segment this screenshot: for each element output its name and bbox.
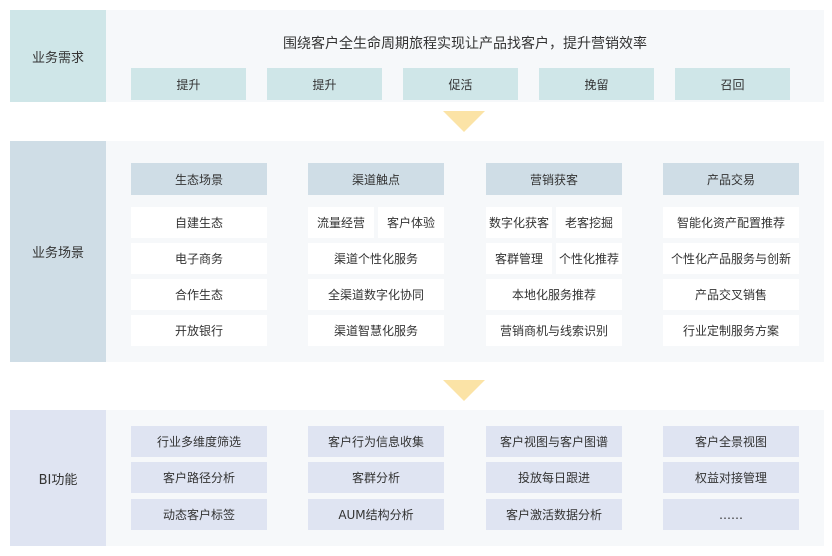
scenario-item: 全渠道数字化协同 xyxy=(308,279,444,310)
scenario-item: 行业定制服务方案 xyxy=(663,315,799,346)
scenario-item: 数字化获客 xyxy=(486,207,552,238)
bi-feature: 客户全景视图 xyxy=(663,426,799,457)
scenario-category-header: 营销获客 xyxy=(486,163,622,195)
scenario-item: 产品交叉销售 xyxy=(663,279,799,310)
scenario-item: 老客挖掘 xyxy=(556,207,622,238)
down-arrow-icon xyxy=(443,111,485,132)
scenario-category-header: 产品交易 xyxy=(663,163,799,195)
demand-tag: 提升 xyxy=(131,68,246,100)
scenario-item: 电子商务 xyxy=(131,243,267,274)
bi-panel: 行业多维度筛选 客户路径分析 动态客户标签 客户行为信息收集 客群分析 AUM结… xyxy=(106,410,824,546)
bi-feature: AUM结构分析 xyxy=(308,499,444,530)
bi-feature: 动态客户标签 xyxy=(131,499,267,530)
down-arrow-icon xyxy=(443,380,485,401)
demand-row-label: 业务需求 xyxy=(10,10,106,102)
scenario-row-label: 业务场景 xyxy=(10,141,106,362)
scenario-item: 合作生态 xyxy=(131,279,267,310)
scenario-item: 智能化资产配置推荐 xyxy=(663,207,799,238)
scenario-item: 本地化服务推荐 xyxy=(486,279,622,310)
scenario-item: 客群管理 xyxy=(486,243,552,274)
bi-feature: 权益对接管理 xyxy=(663,462,799,493)
demand-tag: 促活 xyxy=(403,68,518,100)
scenario-item: 客户体验 xyxy=(378,207,444,238)
bi-feature: 行业多维度筛选 xyxy=(131,426,267,457)
demand-tag: 挽留 xyxy=(539,68,654,100)
demand-tag: 召回 xyxy=(675,68,790,100)
bi-feature: …… xyxy=(663,499,799,530)
scenario-item: 渠道个性化服务 xyxy=(308,243,444,274)
scenario-item: 个性化推荐 xyxy=(556,243,622,274)
bi-row-label: BI功能 xyxy=(10,410,106,546)
bi-feature: 客户激活数据分析 xyxy=(486,499,622,530)
bi-feature: 客户路径分析 xyxy=(131,462,267,493)
scenario-item: 营销商机与线索识别 xyxy=(486,315,622,346)
demand-panel: 围绕客户全生命周期旅程实现让产品找客户，提升营销效率 提升 提升 促活 挽留 召… xyxy=(106,10,824,102)
scenario-panel: 生态场景 自建生态 电子商务 合作生态 开放银行 渠道触点 流量经营 客户体验 … xyxy=(106,141,824,362)
scenario-item: 开放银行 xyxy=(131,315,267,346)
demand-tag: 提升 xyxy=(267,68,382,100)
bi-feature: 客户行为信息收集 xyxy=(308,426,444,457)
scenario-item: 渠道智慧化服务 xyxy=(308,315,444,346)
demand-title: 围绕客户全生命周期旅程实现让产品找客户，提升营销效率 xyxy=(283,36,647,52)
scenario-item: 流量经营 xyxy=(308,207,374,238)
bi-feature: 客户视图与客户图谱 xyxy=(486,426,622,457)
bi-feature: 投放每日跟进 xyxy=(486,462,622,493)
bi-feature: 客群分析 xyxy=(308,462,444,493)
scenario-item: 自建生态 xyxy=(131,207,267,238)
scenario-category-header: 渠道触点 xyxy=(308,163,444,195)
scenario-category-header: 生态场景 xyxy=(131,163,267,195)
scenario-item: 个性化产品服务与创新 xyxy=(663,243,799,274)
